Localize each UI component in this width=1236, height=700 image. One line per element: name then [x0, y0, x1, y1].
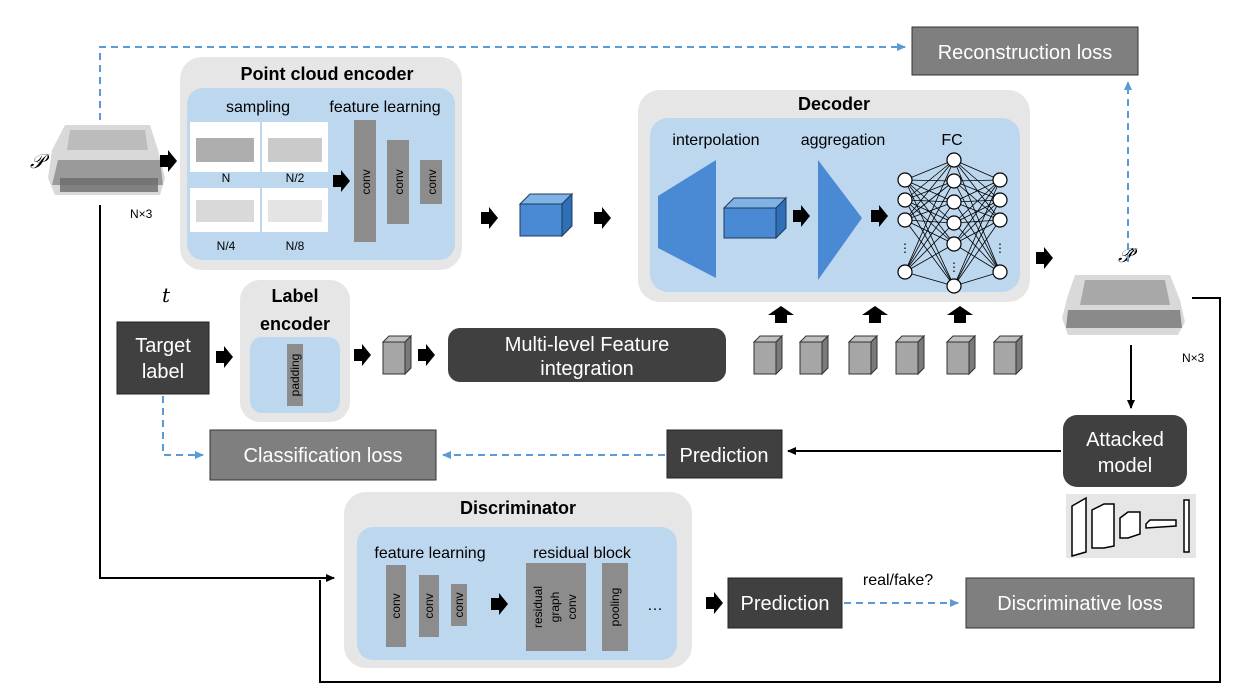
decoder-to-output-arrow — [1036, 247, 1053, 269]
fc-ellipsis-1: ⋮ — [899, 241, 911, 255]
classification-loss-box — [209, 429, 437, 481]
encoder-conv-2-label: conv — [392, 169, 406, 194]
aggregation-label: aggregation — [801, 132, 886, 149]
pooling-block — [602, 563, 628, 651]
disc-conv-3-label: conv — [452, 592, 466, 617]
encoder-to-labelcube-arrow — [354, 344, 371, 366]
level-cube-1a — [753, 335, 783, 375]
encoder-conv-2 — [387, 140, 409, 224]
feature-up-arrow-1 — [768, 306, 794, 323]
fc-ellipsis-3: ⋮ — [994, 241, 1006, 255]
real-fake-label: real/fake? — [863, 572, 933, 589]
output-dims: N×3 — [1182, 351, 1205, 365]
discriminator-to-prediction-arrow — [706, 592, 723, 614]
disc-conv-2-label: conv — [422, 593, 436, 618]
scale-n8: N/8 — [286, 239, 305, 253]
encoder-feature-learning-label: feature learning — [329, 99, 440, 116]
encoder-conv-1 — [354, 120, 376, 242]
pooling-label: pooling — [608, 588, 622, 627]
prediction-top-box — [666, 429, 783, 479]
disc-conv-1-label: conv — [389, 593, 403, 618]
prediction-bottom-label: Prediction — [741, 593, 830, 615]
scale-n: N — [222, 171, 231, 185]
feature-up-arrow-3 — [947, 306, 973, 323]
scale-n2: N/2 — [286, 171, 305, 185]
level-cube-2b — [895, 335, 925, 375]
output-to-discriminator-edge — [319, 297, 1221, 683]
attacked-model-box — [1063, 415, 1187, 487]
disc-conv-3 — [451, 584, 467, 626]
output-point-cloud-image — [1062, 275, 1185, 335]
input-point-cloud-image — [48, 125, 165, 195]
encoder-to-feature-arrow — [481, 207, 498, 229]
padding-block — [287, 344, 303, 406]
interpolation-label: interpolation — [672, 132, 759, 149]
decoder-cube — [722, 196, 788, 240]
target-label-line1: Target — [135, 335, 191, 357]
input-dims: N×3 — [130, 207, 153, 221]
fc-network — [897, 152, 1008, 294]
attacked-model-line1: Attacked — [1086, 429, 1164, 451]
residual-line2: graph — [548, 592, 562, 623]
aggregation-shape — [818, 160, 862, 280]
classification-loss-label: Classification loss — [244, 445, 403, 467]
discriminative-loss-label: Discriminative loss — [997, 593, 1163, 615]
point-cloud-encoder-title: Point cloud encoder — [240, 64, 413, 84]
encoder-conv-3-label: conv — [425, 169, 439, 194]
encoder-conv-1-label: conv — [359, 169, 373, 194]
prediction-top-label: Prediction — [680, 445, 769, 467]
level-cube-3b — [993, 335, 1023, 375]
input-cloud-symbol: 𝒫 — [30, 149, 50, 173]
sampling-thumbnails — [190, 122, 328, 232]
target-to-encoder-arrow — [216, 346, 233, 368]
interpolation-shape — [658, 160, 716, 278]
residual-graph-conv-block — [526, 563, 586, 651]
label-feature-cube — [382, 335, 412, 375]
level-cube-2a — [848, 335, 878, 375]
attacked-model-network-icon — [1066, 494, 1196, 558]
input-to-discriminator-edge — [99, 205, 335, 582]
target-to-classification-edge — [162, 396, 204, 459]
fc-label: FC — [941, 132, 962, 149]
scale-n4: N/4 — [217, 239, 236, 253]
reconstruction-loss-box — [911, 26, 1139, 76]
multilevel-integration-box — [448, 328, 726, 382]
encoder-conv-3 — [420, 160, 442, 204]
multilevel-line1: Multi-level Feature — [505, 334, 670, 356]
feature-to-decoder-arrow — [594, 207, 611, 229]
latent-feature-cube — [518, 192, 574, 238]
disc-conv-1 — [386, 565, 406, 647]
fc-ellipsis-2: ⋮ — [948, 260, 960, 274]
input-to-reconstruction-edge — [99, 43, 906, 120]
discriminator-feature-learning-label: feature learning — [374, 545, 485, 562]
residual-line1: residual — [531, 586, 545, 628]
padding-label: padding — [288, 354, 302, 397]
level-cube-1b — [799, 335, 829, 375]
multilevel-line2: integration — [540, 358, 633, 380]
label-encoder-title-line2: encoder — [260, 314, 330, 334]
target-label-box — [116, 321, 210, 395]
target-label-line2: label — [142, 361, 184, 383]
prediction-bottom-box — [727, 577, 843, 629]
attacked-model-line2: model — [1098, 455, 1152, 477]
label-encoder-title-line1: Label — [271, 286, 318, 306]
sampling-label: sampling — [226, 99, 290, 116]
labelcube-to-integration-arrow — [418, 344, 435, 366]
target-symbol: t — [162, 283, 171, 307]
discriminator-title: Discriminator — [460, 498, 576, 518]
decoder-title: Decoder — [798, 94, 870, 114]
discriminator-ellipsis: … — [647, 597, 663, 614]
residual-line3: conv — [565, 594, 579, 619]
discriminative-loss-box — [965, 577, 1195, 629]
level-cube-3a — [946, 335, 976, 375]
disc-conv-2 — [419, 575, 439, 637]
reconstruction-loss-label: Reconstruction loss — [938, 42, 1113, 64]
feature-up-arrow-2 — [862, 306, 888, 323]
residual-block-label: residual block — [533, 545, 632, 562]
